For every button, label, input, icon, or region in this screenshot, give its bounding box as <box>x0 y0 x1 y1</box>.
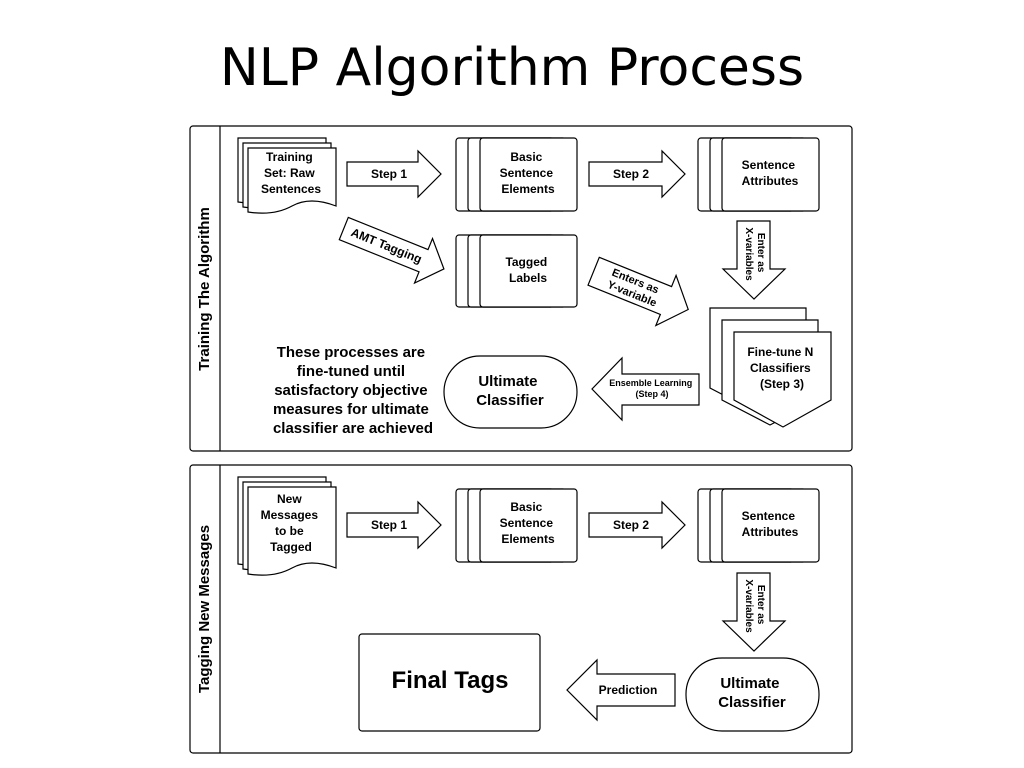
enters-x-line: X-variables <box>743 227 754 281</box>
svg-text:These processes are fine: These processes are fine-tuned until sat… <box>273 344 433 437</box>
sentence-attributes-line: Sentence <box>742 158 796 172</box>
basic-elements-line: Basic <box>510 500 542 514</box>
new-messages-line: to be <box>275 524 304 538</box>
new-messages-line: Tagged <box>270 540 312 554</box>
ultimate-classifier-line: Classifier <box>476 392 544 409</box>
enters-x-arrow-tagging: Enter as X-variables <box>721 572 787 652</box>
prediction-label: Prediction <box>599 683 658 697</box>
svg-text:Training Set: Raw: Training Set: Raw Sentences <box>261 150 321 196</box>
finetune-line: Classifiers <box>750 361 811 375</box>
enters-x-line: Enter as <box>755 585 766 625</box>
svg-text:Sentence Attributes: Sentence Attributes <box>742 509 799 539</box>
sentence-attributes-line: Sentence <box>742 509 796 523</box>
svg-text:Ultimate Classifier: Ultimate Classifier <box>718 675 786 711</box>
note-line: These processes are <box>277 344 425 361</box>
finetune-line: (Step 3) <box>760 377 804 391</box>
training-set-line: Set: Raw <box>264 166 315 180</box>
svg-text:Enter as X-variables: Enter as X-variables <box>743 579 766 633</box>
finetune-line: Fine-tune N <box>747 345 813 359</box>
amt-tagging-arrow: AMT Tagging <box>338 216 445 285</box>
step2-label: Step 2 <box>613 167 649 181</box>
sentence-attributes-box: Sentence Attributes <box>697 137 820 212</box>
step1-label-tagging: Step 1 <box>371 518 407 532</box>
svg-text:New Messages to be: New Messages to be Tagged <box>261 492 322 554</box>
basic-elements-line: Elements <box>501 532 555 546</box>
tagged-labels-line: Tagged <box>505 255 547 269</box>
basic-elements-line: Basic <box>510 150 542 164</box>
step1-arrow-tagging: Step 1 <box>346 500 442 550</box>
step2-arrow-tagging: Step 2 <box>588 500 686 550</box>
finetune-classifiers-box: Fine-tune N Classifiers (Step 3) <box>709 307 832 428</box>
page-title: NLP Algorithm Process <box>219 38 805 98</box>
tagging-panel-label: Tagging New Messages <box>196 525 213 693</box>
note-line: classifier are achieved <box>273 420 433 437</box>
note-line: fine-tuned until <box>297 363 405 380</box>
tagging-panel: Tagging New Messages <box>189 464 853 754</box>
sentence-attributes-box-tagging: Sentence Attributes <box>697 488 820 563</box>
new-messages-document: New Messages to be Tagged <box>237 476 337 576</box>
step1-arrow: Step 1 <box>346 149 442 199</box>
training-set-line: Training <box>266 150 313 164</box>
ensemble-line: (Step 4) <box>635 389 668 399</box>
basic-elements-line: Elements <box>501 182 555 196</box>
note-line: satisfactory objective <box>274 382 427 399</box>
ultimate-classifier-line: Ultimate <box>478 373 537 390</box>
step1-label: Step 1 <box>371 167 407 181</box>
ultimate-classifier-tagging: Ultimate Classifier <box>685 657 820 732</box>
step2-arrow: Step 2 <box>588 149 686 199</box>
basic-elements-box-tagging: Basic Sentence Elements <box>455 488 578 563</box>
process-note: These processes are fine-tuned until sat… <box>273 344 433 437</box>
training-set-line: Sentences <box>261 182 321 196</box>
svg-text:Tagged Labels: Tagged Labels <box>505 255 550 285</box>
ensemble-line: Ensemble Learning <box>609 378 692 388</box>
new-messages-line: New <box>277 492 302 506</box>
basic-elements-line: Sentence <box>500 516 554 530</box>
enters-y-arrow: Enters as Y-variable <box>587 256 689 327</box>
final-tags-label: Final Tags <box>392 667 509 694</box>
ultimate-classifier-line: Classifier <box>718 694 786 711</box>
svg-text:Enter as X-variables: Enter as X-variables <box>743 227 766 281</box>
svg-text:Sentence Attributes: Sentence Attributes <box>742 158 799 188</box>
basic-elements-line: Sentence <box>500 166 554 180</box>
enters-x-line: Enter as <box>755 233 766 273</box>
svg-text:Basic Sentence Ele: Basic Sentence Elements <box>500 150 557 196</box>
tagged-labels-box: Tagged Labels <box>455 234 578 308</box>
svg-text:Ultimate Classifier: Ultimate Classifier <box>476 373 544 409</box>
note-line: measures for ultimate <box>273 401 429 418</box>
training-set-document: Training Set: Raw Sentences <box>237 137 337 214</box>
sentence-attributes-line: Attributes <box>742 525 799 539</box>
tagged-labels-line: Labels <box>509 271 547 285</box>
ultimate-classifier-line: Ultimate <box>720 675 779 692</box>
ultimate-classifier-training: Ultimate Classifier <box>443 355 578 429</box>
new-messages-line: Messages <box>261 508 319 522</box>
svg-text:Basic Sentence Ele: Basic Sentence Elements <box>500 500 557 546</box>
enters-x-line: X-variables <box>743 579 754 633</box>
step2-label-tagging: Step 2 <box>613 518 649 532</box>
final-tags-box: Final Tags <box>358 633 541 732</box>
svg-text:Fine-tune N Classifiers: Fine-tune N Classifiers (Step 3) <box>747 345 816 391</box>
svg-text:Ensemble Learning (Step: Ensemble Learning (Step 4) <box>609 378 695 399</box>
sentence-attributes-line: Attributes <box>742 174 799 188</box>
basic-elements-box: Basic Sentence Elements <box>455 137 578 212</box>
training-panel: Training The Algorithm <box>189 125 853 452</box>
prediction-arrow: Prediction <box>566 658 676 722</box>
training-panel-label: Training The Algorithm <box>196 207 213 371</box>
enters-x-arrow-training: Enter as X-variables <box>721 220 787 300</box>
ensemble-arrow: Ensemble Learning (Step 4) <box>591 356 700 422</box>
